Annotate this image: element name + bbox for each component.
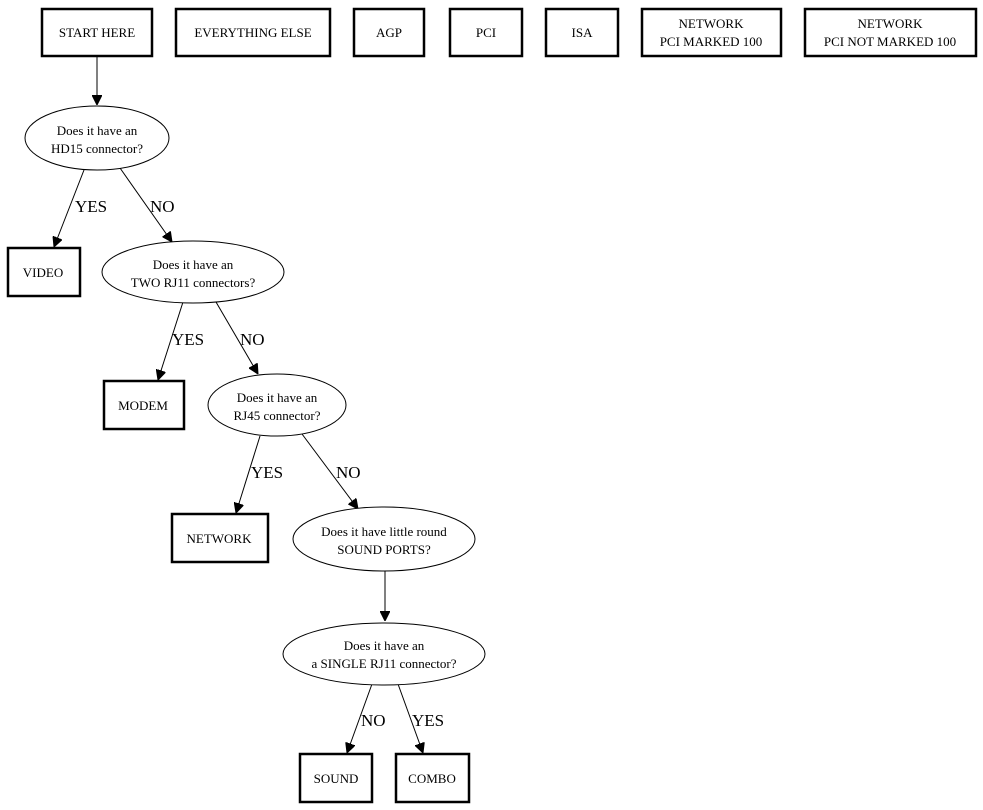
question-rj45-connector[interactable]: Does it have an RJ45 connector? (207, 373, 347, 437)
edge-label-no: NO (240, 330, 265, 349)
edge-tworj11-no-rj45 (215, 301, 258, 374)
outcome-label: SOUND (314, 771, 359, 786)
box-label-line1: NETWORK (679, 16, 745, 31)
pci-box[interactable]: PCI (448, 7, 524, 58)
outcome-sound-box[interactable]: SOUND (298, 752, 374, 804)
box-label: PCI (476, 25, 496, 40)
agp-box[interactable]: AGP (352, 7, 426, 58)
outcome-network-box[interactable]: NETWORK (170, 512, 270, 564)
outcome-label: NETWORK (187, 531, 253, 546)
edge-rj45-no-sound (301, 433, 358, 509)
question-line1: Does it have an (237, 390, 318, 405)
outcome-label: VIDEO (23, 265, 63, 280)
edge-label-yes: YES (75, 197, 107, 216)
question-line1: Does it have little round (321, 524, 447, 539)
edges (54, 57, 423, 753)
start-here-box[interactable]: START HERE (40, 7, 154, 58)
edge-label-no: NO (336, 463, 361, 482)
questions: Does it have an HD15 connector? Does it … (24, 105, 486, 686)
box-label-line1: NETWORK (858, 16, 924, 31)
question-single-rj11-connector[interactable]: Does it have an a SINGLE RJ11 connector? (282, 622, 486, 686)
edge-label-no: NO (361, 711, 386, 730)
box-label-line2: PCI MARKED 100 (660, 34, 763, 49)
edge-singlerj11-no-sound (347, 683, 373, 753)
edge-label-yes: YES (412, 711, 444, 730)
question-line1: Does it have an (153, 257, 234, 272)
question-line2: TWO RJ11 connectors? (131, 275, 256, 290)
question-line1: Does it have an (344, 638, 425, 653)
outcome-modem-box[interactable]: MODEM (102, 379, 186, 431)
edge-rj45-yes-network (236, 435, 261, 513)
outcome-label: MODEM (118, 398, 168, 413)
question-sound-ports[interactable]: Does it have little round SOUND PORTS? (292, 506, 476, 572)
question-line2: a SINGLE RJ11 connector? (311, 656, 456, 671)
outcome-label: COMBO (408, 771, 456, 786)
question-two-rj11-connectors[interactable]: Does it have an TWO RJ11 connectors? (101, 240, 285, 304)
everything-else-box[interactable]: EVERYTHING ELSE (174, 7, 332, 58)
edge-tworj11-yes-modem (158, 301, 184, 380)
edge-label-yes: YES (251, 463, 283, 482)
network-pci-marked-100-box[interactable]: NETWORK PCI MARKED 100 (640, 7, 783, 58)
question-hd15-connector[interactable]: Does it have an HD15 connector? (24, 105, 170, 171)
box-label-line2: PCI NOT MARKED 100 (824, 34, 956, 49)
question-line2: SOUND PORTS? (337, 542, 431, 557)
outcome-video-box[interactable]: VIDEO (6, 246, 82, 298)
edge-singlerj11-yes-combo (397, 683, 423, 753)
edge-hd15-yes-video (54, 169, 85, 247)
outcomes: VIDEO MODEM NETWORK SOUND COMBO (6, 246, 471, 804)
edge-label-yes: YES (172, 330, 204, 349)
box-label: EVERYTHING ELSE (194, 25, 311, 40)
edge-label-no: NO (150, 197, 175, 216)
edge-hd15-no-tworj11 (119, 167, 172, 242)
box-label: AGP (376, 25, 402, 40)
edge-labels: YES NO YES NO YES NO NO YES (75, 197, 444, 730)
question-line1: Does it have an (57, 123, 138, 138)
question-line2: RJ45 connector? (233, 408, 320, 423)
box-label: START HERE (59, 25, 135, 40)
header-row: START HERE EVERYTHING ELSE AGP PCI ISA N… (40, 7, 978, 58)
network-pci-not-marked-100-box[interactable]: NETWORK PCI NOT MARKED 100 (803, 7, 978, 58)
question-line2: HD15 connector? (51, 141, 143, 156)
box-label: ISA (572, 25, 594, 40)
isa-box[interactable]: ISA (544, 7, 620, 58)
outcome-combo-box[interactable]: COMBO (394, 752, 471, 804)
